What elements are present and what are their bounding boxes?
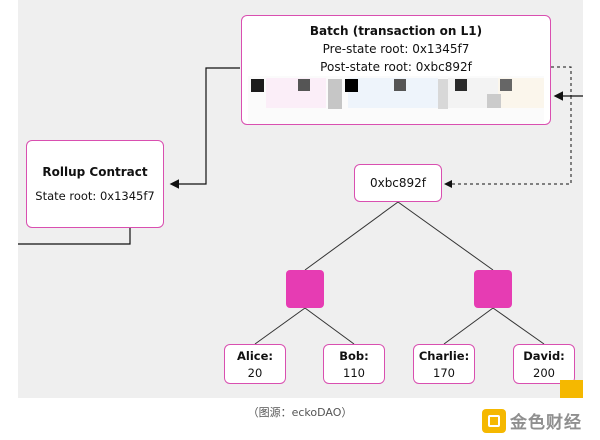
leaf-balance: 170 [433, 366, 455, 380]
leaf-balance: 110 [343, 366, 365, 380]
tree-edge-right-charlie [443, 307, 494, 345]
corner-accent [560, 380, 583, 398]
batch-box: Batch (transaction on L1) Pre-state root… [241, 15, 551, 125]
diagram-canvas: Batch (transaction on L1) Pre-state root… [18, 0, 583, 398]
golden-finance-logo-icon [482, 408, 506, 433]
batch-to-rollup-line [169, 67, 240, 189]
leaf-alice: Alice: 20 [224, 344, 286, 384]
tree-edge-root-right [397, 201, 494, 271]
merkle-node-right [474, 270, 512, 308]
leaf-bob: Bob: 110 [323, 344, 385, 384]
post-state-root: Post-state root: 0xbc892f [320, 60, 472, 74]
watermark: 金色财经 [482, 408, 582, 433]
batch-title: Batch (transaction on L1) [309, 24, 483, 38]
tree-edge-root-left [304, 201, 399, 271]
leaf-name: David: [523, 349, 565, 363]
leaf-david: David: 200 [513, 344, 575, 384]
tree-edge-left-bob [304, 307, 355, 345]
leaf-name: Charlie: [418, 349, 470, 363]
rollup-contract-box: Rollup Contract State root: 0x1345f7 [26, 140, 164, 228]
leaf-name: Alice: [237, 349, 273, 363]
merkle-root-hash: 0xbc892f [369, 176, 427, 190]
connector-lines [18, 63, 583, 345]
leaf-balance: 20 [247, 366, 263, 380]
leaf-charlie: Charlie: 170 [413, 344, 475, 384]
rollup-contract-title: Rollup Contract [42, 165, 148, 179]
watermark-text: 金色财经 [510, 413, 582, 433]
tree-edge-right-david [492, 307, 545, 345]
tree-edge-left-alice [254, 307, 306, 345]
rollup-state-root: State root: 0x1345f7 [35, 189, 155, 203]
leaf-name: Bob: [339, 349, 369, 363]
leaf-balance: 200 [533, 366, 555, 380]
pre-state-root: Pre-state root: 0x1345f7 [322, 42, 470, 56]
image-caption: （图源：eckoDAO） [247, 406, 353, 419]
blurred-transaction-strip [248, 76, 544, 124]
merkle-root-box: 0xbc892f [354, 164, 442, 202]
merkle-node-left [286, 270, 324, 308]
